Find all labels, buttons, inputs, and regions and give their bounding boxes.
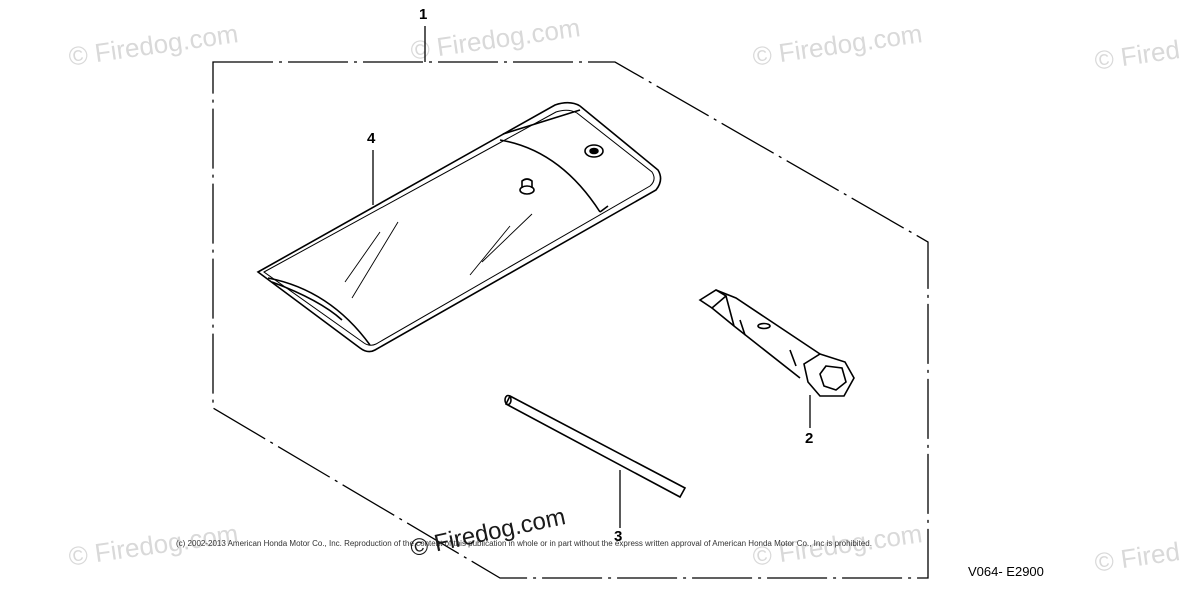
reference-code: V064- E2900 (968, 564, 1044, 579)
copyright-notice: (c) 2002-2013 American Honda Motor Co., … (176, 539, 872, 548)
callout-3: 3 (614, 528, 623, 545)
callout-2: 2 (805, 430, 814, 447)
assembly-frame (212, 61, 929, 579)
callout-4: 4 (367, 130, 376, 147)
callout-1: 1 (419, 6, 428, 23)
tool-bag (256, 101, 662, 353)
box-wrench (698, 289, 855, 397)
tommy-bar (504, 394, 687, 499)
